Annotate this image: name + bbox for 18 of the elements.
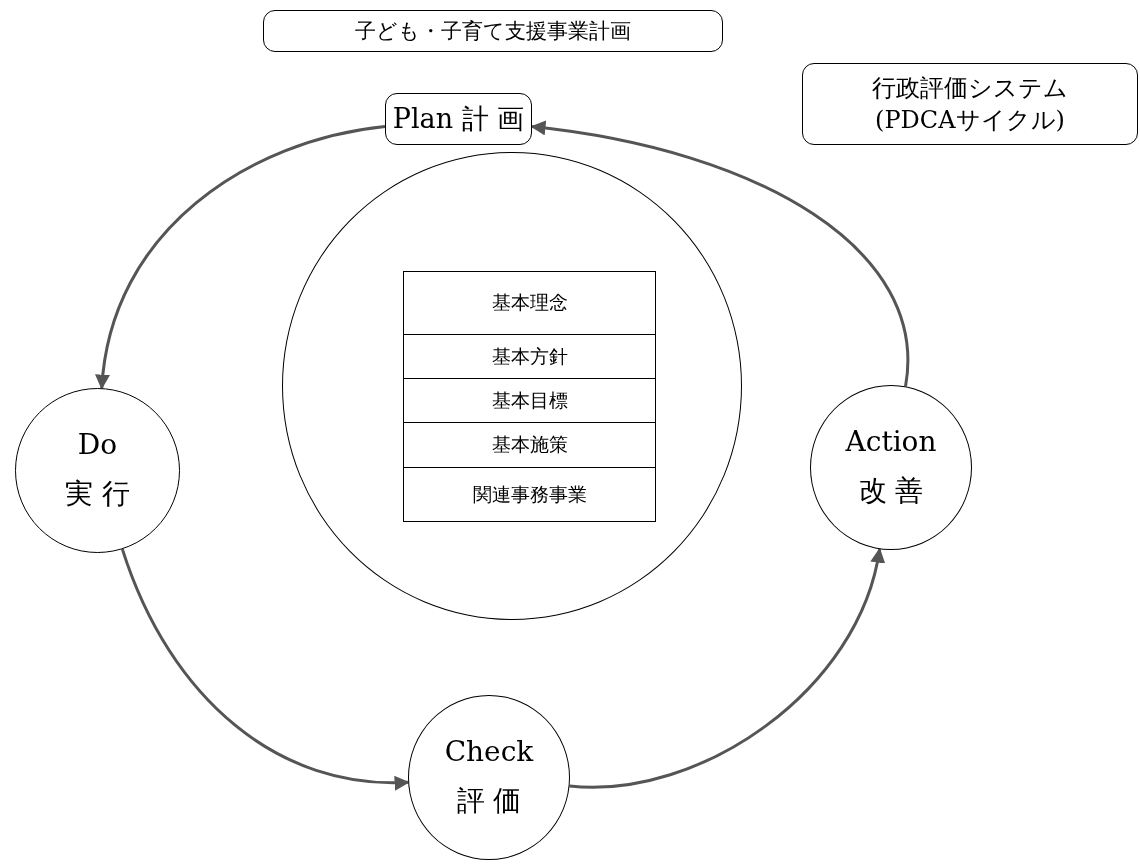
table-cell: 基本施策 <box>403 422 656 468</box>
plan-title-box: 子ども・子育て支援事業計画 <box>263 10 723 52</box>
plan-box: Plan 計 画 <box>385 93 532 145</box>
cycle-arrow <box>569 547 884 789</box>
table-cell: 基本目標 <box>403 378 656 423</box>
node-label: Action <box>845 425 937 458</box>
node-label: Check <box>444 735 534 768</box>
cycle-arrow <box>530 120 910 387</box>
node-label: 評 価 <box>456 783 522 819</box>
system-box: 行政評価システム(PDCAサイクル) <box>802 63 1138 145</box>
cycle-arrow <box>120 548 410 790</box>
table-cell: 関連事務事業 <box>403 467 656 522</box>
node-label: 実 行 <box>65 476 130 512</box>
table-cell: 基本理念 <box>403 271 656 335</box>
node-label: 改 善 <box>858 473 924 509</box>
cycle-arrow <box>96 124 386 390</box>
node-label: Do <box>77 428 118 461</box>
table-cell: 基本方針 <box>403 334 656 379</box>
